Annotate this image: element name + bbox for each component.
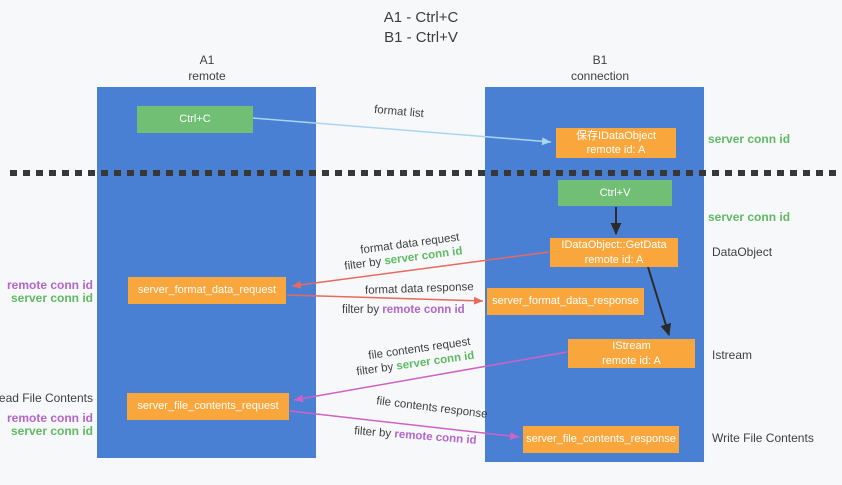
node-save-idataobject-line1: 保存IDataObject (575, 129, 657, 142)
node-ctrl-v: Ctrl+V (558, 180, 672, 206)
node-ctrl-v-label: Ctrl+V (599, 186, 631, 199)
right-label-server-conn-id-top: server conn id (708, 132, 791, 146)
right-label-server-conn-id-mid: server conn id (708, 210, 791, 224)
left-label-server-conn-id-top: server conn id (10, 291, 93, 305)
lane-header-a1: A1 remote (147, 53, 267, 84)
node-format-request-label: server_format_data_request (137, 284, 277, 297)
lane-b1-title: B1 (592, 53, 608, 67)
right-label-dataobject: DataObject (712, 245, 773, 259)
node-ctrl-c-label: Ctrl+C (179, 113, 211, 126)
right-label-istream: Istream (712, 348, 753, 362)
node-server-file-contents-request: server_file_contents_request (127, 393, 289, 420)
getdata-to-istream-arrow (647, 266, 672, 336)
file-contents-request-arrow (293, 351, 568, 403)
node-getdata-line1: IDataObject::GetData (561, 239, 667, 252)
left-label-read-file-contents: Read File Contents (0, 391, 93, 405)
remote-conn-id-text: remote conn id (382, 304, 465, 316)
node-save-idataobject-line2: remote id: A (586, 144, 646, 156)
right-label-write-file-contents: Write File Contents (712, 431, 814, 445)
diagram-title: A1 - Ctrl+C B1 - Ctrl+V (321, 8, 521, 49)
format-data-request-arrow (291, 251, 550, 289)
node-format-response-label: server_format_data_response (492, 295, 639, 308)
node-istream-line2: remote id: A (602, 354, 661, 367)
node-getdata-line2: remote id: A (584, 253, 644, 266)
node-ctrl-c: Ctrl+C (137, 106, 253, 133)
node-idataobject-getdata: IDataObject::GetData remote id: A (550, 238, 678, 267)
node-save-idataobject: 保存IDataObject remote id: A (556, 128, 676, 158)
filter-by-text: filter by (342, 304, 380, 316)
left-label-remote-conn-id-top: remote conn id (6, 278, 93, 292)
lane-a1-subtitle: remote (188, 68, 226, 83)
lane-header-b1: B1 connection (540, 53, 660, 84)
lane-b1-subtitle: connection (570, 68, 630, 83)
node-istream-line1: IStream (612, 340, 651, 353)
format-list-arrow (252, 117, 552, 146)
title-line-1: A1 - Ctrl+C (383, 9, 459, 26)
node-file-response-label: server_file_contents_response (526, 433, 676, 446)
node-server-format-data-response: server_format_data_response (487, 288, 644, 315)
file-contents-response-arrow (289, 410, 520, 440)
left-label-remote-conn-id-bottom: remote conn id (6, 411, 93, 425)
node-server-format-data-request: server_format_data_request (128, 277, 286, 304)
lane-a1-title: A1 (199, 53, 215, 67)
format-data-response-arrow (286, 294, 484, 305)
node-istream: IStream remote id: A (568, 339, 695, 368)
node-file-request-label: server_file_contents_request (137, 400, 279, 413)
label-filter-remote-conn-1: filter by remote conn id (342, 304, 465, 316)
title-line-2: B1 - Ctrl+V (384, 29, 458, 47)
left-label-server-conn-id-bottom: server conn id (10, 424, 93, 438)
node-server-file-contents-response: server_file_contents_response (523, 426, 679, 453)
